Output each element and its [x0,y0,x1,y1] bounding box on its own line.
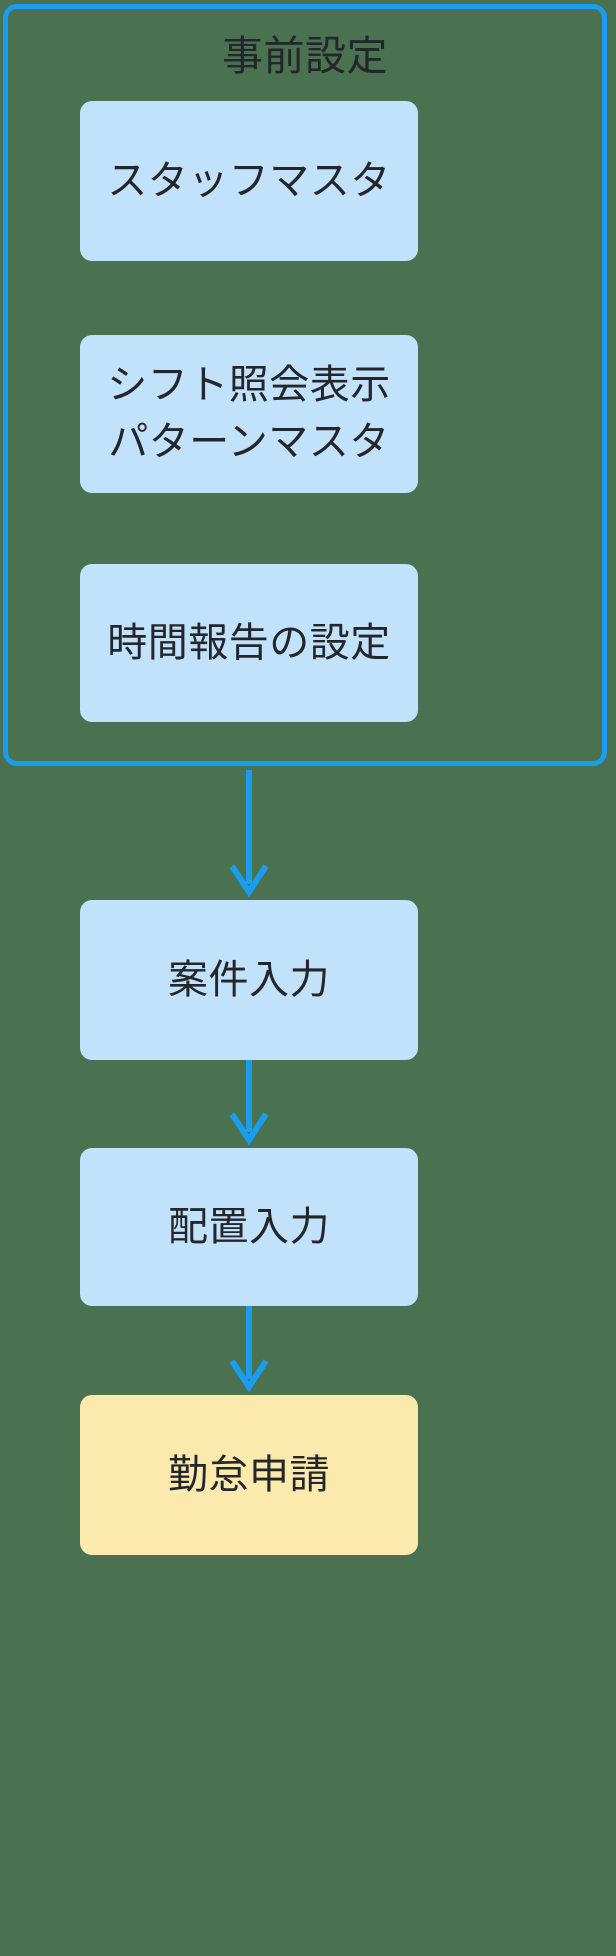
group-container-pre-settings: 事前設定 [3,4,607,766]
node-assignment-input-label: 配置入力 [168,1203,330,1250]
node-case-input[interactable]: 案件入力 [80,900,418,1060]
arrow-assignment-input-to-attendance-request [229,1306,269,1393]
arrow-case-input-to-assignment-input [229,1060,269,1146]
node-time-report-settings-label: 時間報告の設定 [107,619,391,666]
node-case-input-label: 案件入力 [168,956,330,1003]
node-assignment-input[interactable]: 配置入力 [80,1148,418,1306]
node-staff-master[interactable]: スタッフマスタ [80,101,418,261]
node-attendance-request[interactable]: 勤怠申請 [80,1395,418,1555]
node-shift-display-pattern-master-label: シフト照会表示 パターンマスタ [107,362,391,465]
node-time-report-settings[interactable]: 時間報告の設定 [80,564,418,722]
node-shift-display-pattern-master[interactable]: シフト照会表示 パターンマスタ [80,335,418,493]
group-title-pre-settings: 事前設定 [222,32,388,80]
node-attendance-request-label: 勤怠申請 [168,1451,330,1498]
node-staff-master-label: スタッフマスタ [107,157,391,204]
arrow-pre-settings-to-case-input [229,770,269,898]
